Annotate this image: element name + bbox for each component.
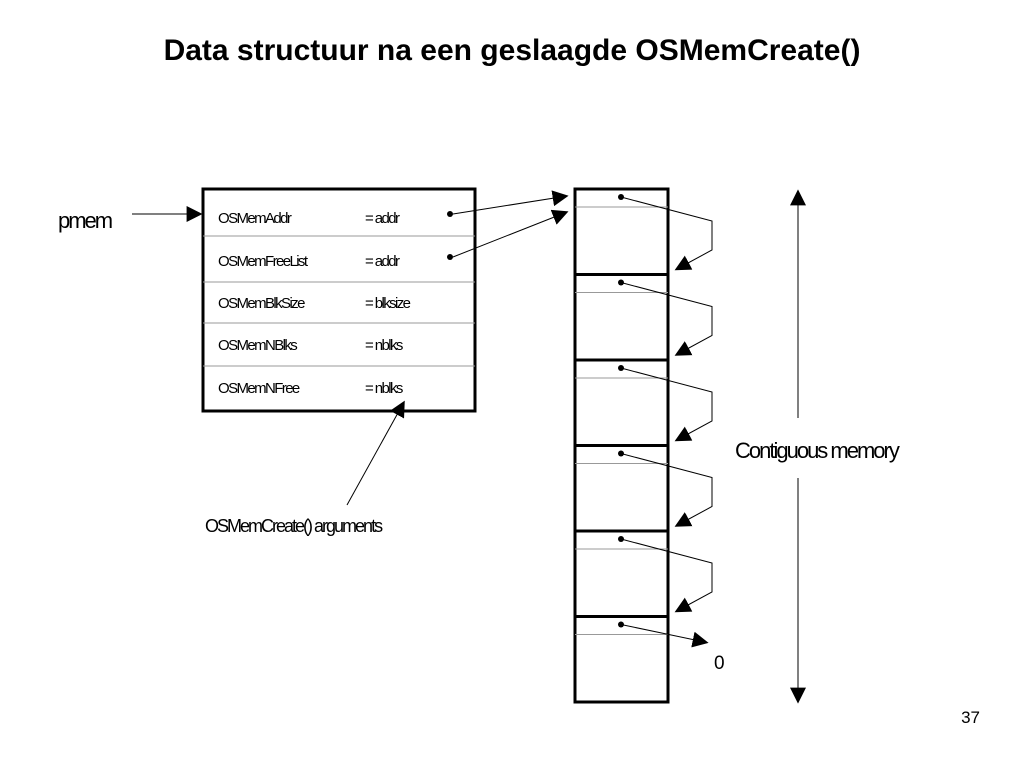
next-block-link-arrow — [620, 196, 713, 271]
next-block-link-arrow — [620, 453, 713, 527]
row-assign: = addr — [365, 210, 400, 227]
row-field: OSMemNBlks — [218, 337, 297, 354]
pointer-dot — [447, 211, 453, 217]
row-assign: = blksize — [365, 295, 411, 312]
next-block-link-arrow — [620, 367, 713, 442]
row-field: OSMemAddr — [218, 210, 292, 227]
end-marker: 0 — [714, 653, 725, 674]
row-field: OSMemBlkSize — [218, 295, 305, 312]
contiguous-memory-label: Contiguous memory — [735, 438, 900, 463]
next-block-link-arrow — [620, 538, 713, 613]
row-assign: = addr — [365, 253, 400, 270]
next-block-link-arrow — [620, 282, 713, 356]
page-number: 37 — [961, 708, 980, 727]
addr-pointer-arrow — [452, 190, 569, 215]
row-assign: = nblks — [365, 380, 403, 397]
pmem-label: pmem — [58, 208, 112, 233]
row-field: OSMemNFree — [218, 380, 300, 397]
freelist-pointer-arrow — [452, 209, 569, 258]
slide-title: Data structuur na een geslaagde OSMemCre… — [163, 34, 861, 67]
row-assign: = nblks — [365, 337, 403, 354]
arguments-arrow — [346, 400, 405, 506]
null-link-arrow — [620, 624, 709, 648]
pointer-dot — [447, 254, 453, 260]
memory-blocks — [573, 187, 713, 704]
memory-control-block: OSMemAddr = addr OSMemFreeList = addr OS… — [201, 187, 477, 413]
row-field: OSMemFreeList — [218, 253, 309, 270]
arguments-label: OSMemCreate() arguments — [205, 516, 383, 536]
